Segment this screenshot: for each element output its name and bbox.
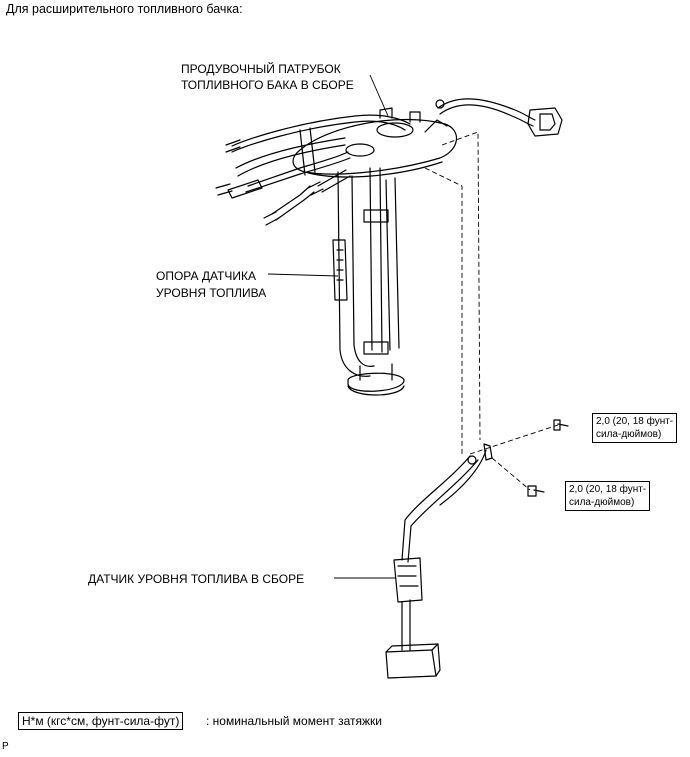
- alignment-lines: [424, 131, 559, 491]
- screw-bottom: [527, 485, 545, 497]
- torque-top-line-2: сила-дюймов): [596, 429, 662, 440]
- torque-spec-top: 2,0 (20, 18 фунт- сила-дюймов): [592, 413, 678, 443]
- sender-support-bracket: [332, 167, 405, 396]
- sender-support-label-1: ОПОРА ДАТЧИКА: [156, 269, 256, 283]
- legend-description: : номинальный момент затяжки: [206, 714, 382, 728]
- torque-bottom-line-2: сила-дюймов): [569, 497, 635, 508]
- leader-lines: [267, 74, 396, 579]
- torque-bottom-line-1: 2,0 (20, 18 фунт-: [569, 484, 647, 495]
- fuel-sender-gauge: [385, 443, 493, 679]
- sender-gauge-label: ДАТЧИК УРОВНЯ ТОПЛИВА В СБОРЕ: [88, 572, 305, 586]
- screw-top: [553, 419, 569, 431]
- vent-line-label-1: ПРОДУВОЧНЫЙ ПАТРУБОК: [181, 62, 341, 76]
- corner-mark: P: [2, 741, 9, 752]
- legend-unit-box: Н*м (кгс*см, фунт-сила-фут): [18, 712, 184, 730]
- torque-top-line-1: 2,0 (20, 18 фунт-: [596, 416, 674, 427]
- electrical-connector: [435, 98, 563, 137]
- sender-support-label-2: УРОВНЯ ТОПЛИВА: [156, 286, 267, 300]
- torque-spec-bottom: 2,0 (20, 18 фунт- сила-дюймов): [565, 481, 651, 511]
- vent-pipes: [215, 114, 411, 226]
- vent-line-label-2: ТОПЛИВНОГО БАКА В СБОРЕ: [181, 78, 354, 92]
- page-heading: Для расширительного топливного бачка:: [6, 2, 243, 16]
